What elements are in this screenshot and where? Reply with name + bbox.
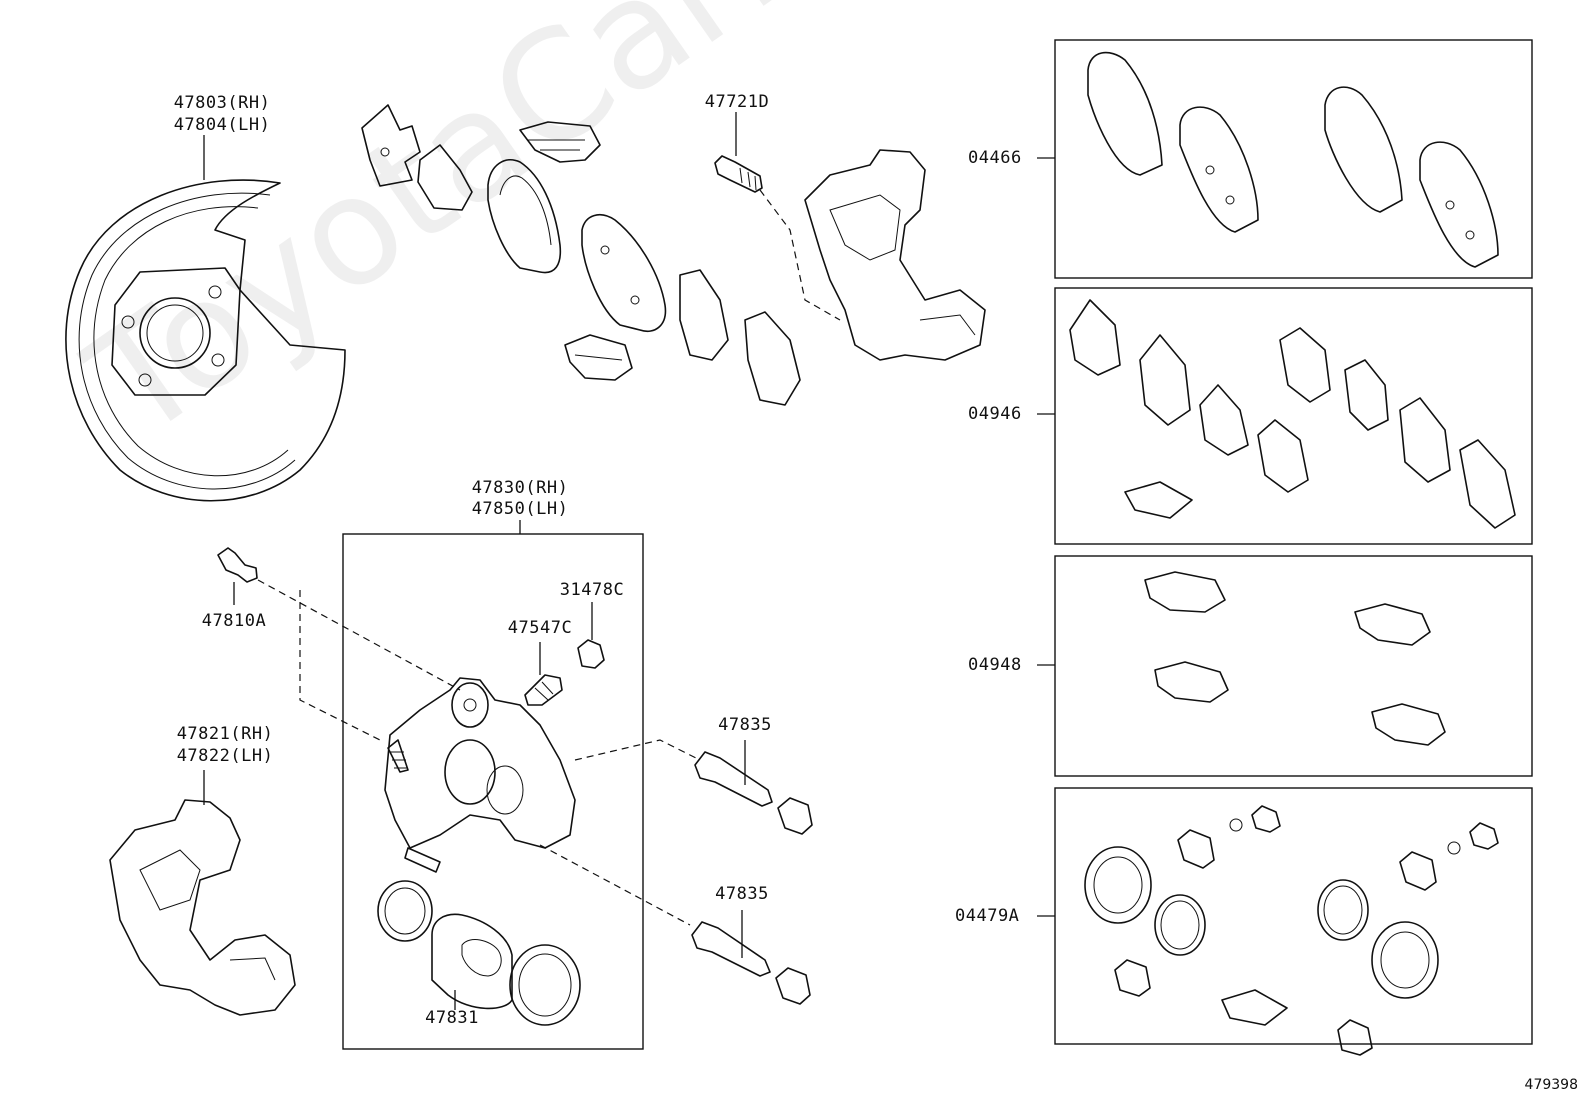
torque-plate-drawing: [759, 149, 986, 361]
kit-label-04479a: 04479A: [955, 906, 1020, 926]
bleeder-plug-drawing: [524, 642, 563, 706]
callout-caliper-lh: 47850(LH): [471, 499, 569, 519]
caliper-body-drawing: [384, 677, 701, 926]
piston-and-seals-drawing: [377, 880, 581, 1026]
figure-number: 479398: [1524, 1077, 1578, 1093]
callout-mounting-lh: 47822(LH): [176, 746, 274, 766]
callout-backing-plate-rh: 47803(RH): [173, 93, 271, 113]
callout-guide-pin-lower: 47835: [715, 884, 769, 904]
caliper-assembly-frame: [342, 533, 644, 1050]
kit-label-04948: 04948: [968, 655, 1022, 675]
kit-label-04466: 04466: [968, 148, 1022, 168]
guide-pin-upper-drawing: [694, 740, 813, 835]
callout-mounting-rh: 47821(RH): [176, 724, 274, 744]
kit-label-04946: 04946: [968, 404, 1022, 424]
kit-box-04946-frame: [1037, 287, 1533, 545]
kit-box-04479a-frame: [1037, 787, 1533, 1056]
kit-box-04466-frame: [1037, 39, 1533, 279]
callout-caliper-rh: 47830(RH): [471, 478, 569, 498]
caliper-mounting-drawing: [109, 770, 296, 1016]
bleeder-cap-drawing: [577, 602, 605, 669]
callout-piston-47831: 47831: [425, 1008, 479, 1028]
guide-pin-lower-drawing: [691, 910, 811, 1005]
callout-bleeder-top: 47721D: [704, 92, 770, 112]
bolt-47810a-drawing: [217, 547, 258, 605]
pad-shims-drawing: [361, 104, 801, 406]
bleeder-bolt-drawing: [714, 112, 763, 193]
callout-bolt-47810a: 47810A: [201, 611, 267, 631]
kit-box-04948-frame: [1037, 555, 1533, 777]
brake-pads-drawing: [487, 159, 667, 332]
backing-plate-drawing: [65, 179, 346, 502]
callout-cap-31478c: 31478C: [559, 580, 625, 600]
callout-plug-47547c: 47547C: [507, 618, 573, 638]
callout-guide-pin-upper: 47835: [718, 715, 772, 735]
callout-backing-plate-lh: 47804(LH): [173, 115, 271, 135]
